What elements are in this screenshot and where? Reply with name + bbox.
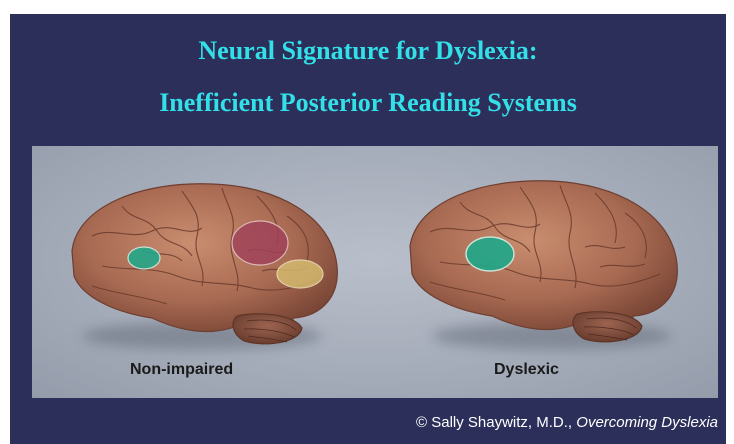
credit-author: © Sally Shaywitz, M.D., xyxy=(416,414,572,431)
label-non-impaired: Non-impaired xyxy=(130,361,233,379)
brain-non-impaired xyxy=(72,184,337,350)
slide-title-line-2: Inefficient Posterior Reading Systems xyxy=(10,88,726,118)
region-parietotemporal-non-impaired xyxy=(232,221,288,265)
region-occipitotemporal-non-impaired xyxy=(277,260,323,288)
region-inferior-frontal-dyslexic xyxy=(466,237,514,271)
slide-title-line-1: Neural Signature for Dyslexia: xyxy=(10,36,726,66)
region-inferior-frontal-non-impaired xyxy=(128,247,160,269)
credit-book-title: Overcoming Dyslexia xyxy=(576,414,718,431)
slide: Neural Signature for Dyslexia: Inefficie… xyxy=(10,14,726,444)
label-dyslexic: Dyslexic xyxy=(494,361,559,379)
brain-illustration-panel: Non-impaired Dyslexic xyxy=(32,146,718,398)
copyright-credit: © Sally Shaywitz, M.D., Overcoming Dysle… xyxy=(416,414,718,431)
brain-dyslexic xyxy=(410,181,677,350)
